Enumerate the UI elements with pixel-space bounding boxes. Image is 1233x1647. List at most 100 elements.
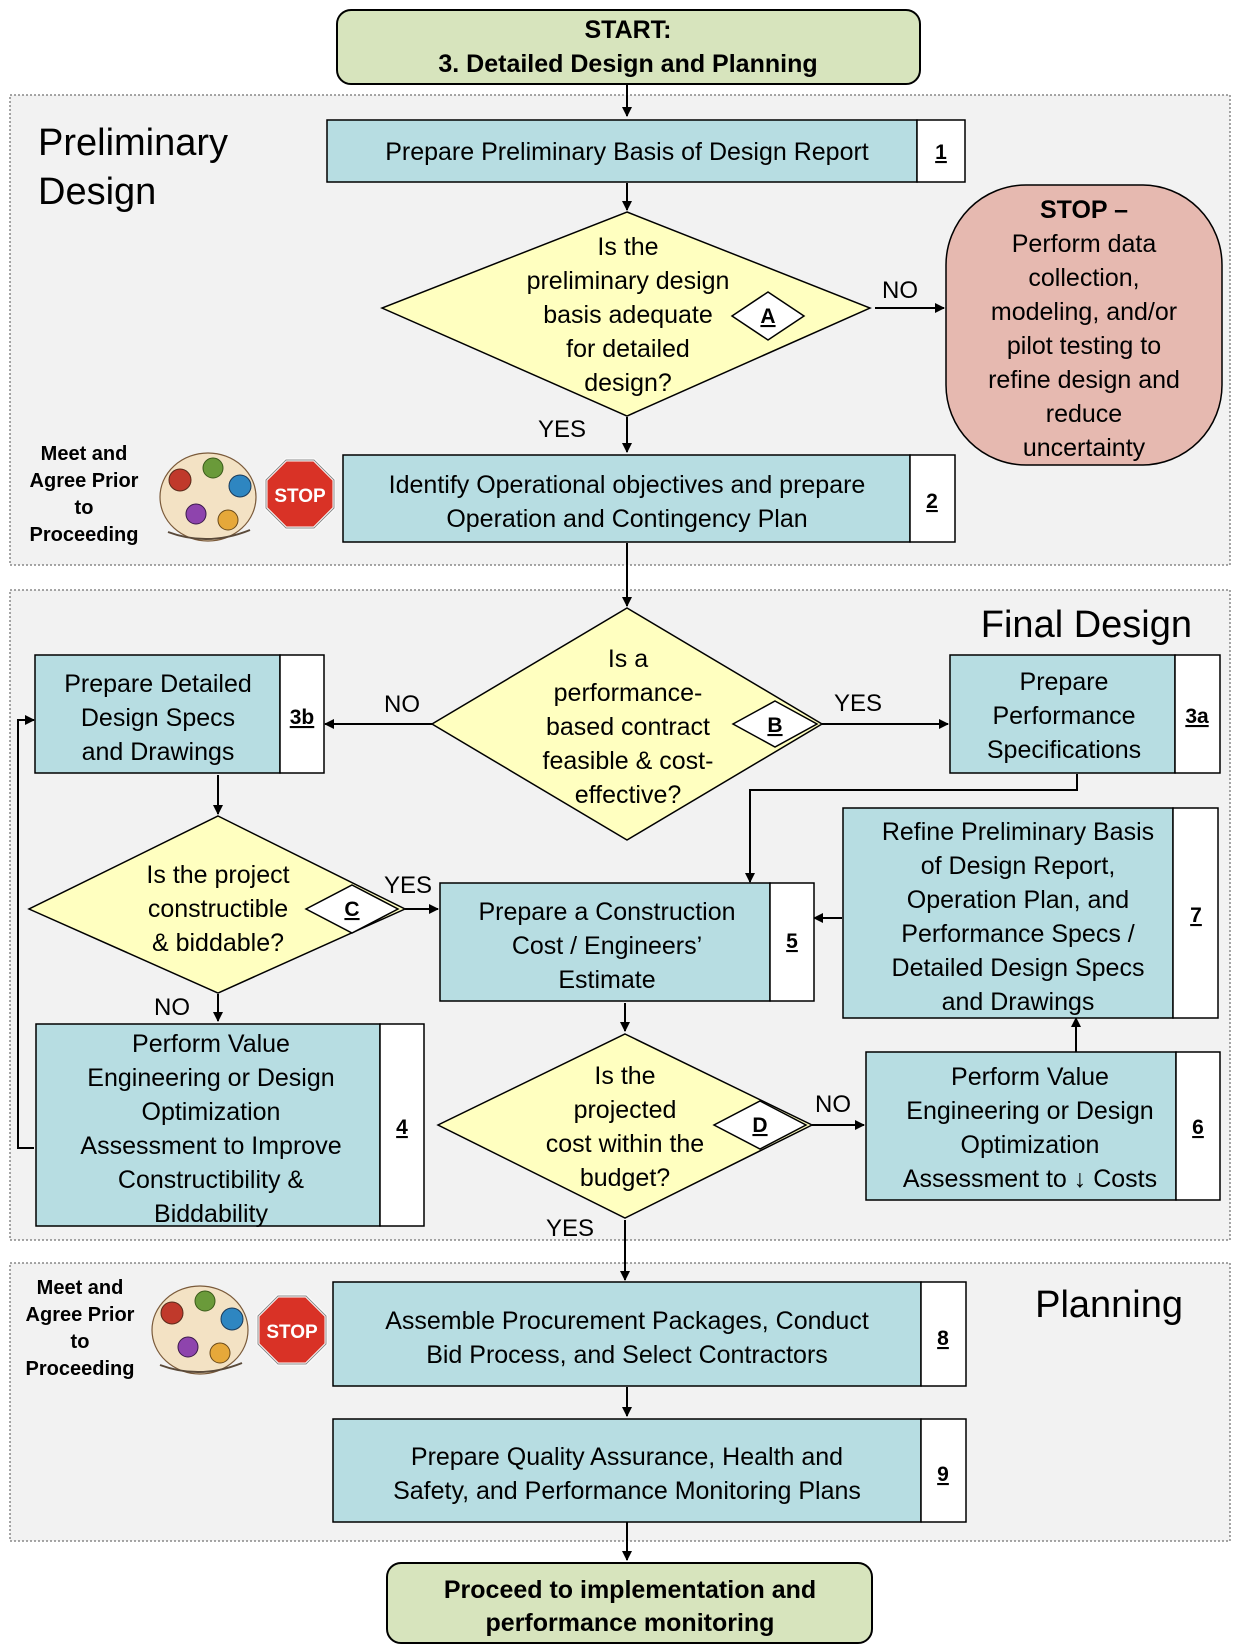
decision-c-yes-label: YES xyxy=(384,872,432,899)
decision-d-line1: Is the xyxy=(594,1062,655,1090)
step-4-line2: Engineering or Design xyxy=(87,1064,334,1092)
step-5-line2: Cost / Engineers’ xyxy=(512,932,702,960)
stop-box-line4: pilot testing to xyxy=(1007,332,1161,360)
step-3a-line3: Specifications xyxy=(987,736,1141,764)
start-label: START: xyxy=(584,16,671,44)
step-6-line2: Engineering or Design xyxy=(906,1097,1153,1125)
meet-2-line3: to xyxy=(71,1331,90,1353)
stop-box-line3: modeling, and/or xyxy=(991,298,1177,326)
stop-sign-2-text: STOP xyxy=(266,1322,318,1343)
step-8-number-tab xyxy=(920,1281,967,1387)
decision-b-diamond xyxy=(430,607,824,841)
step-2-box xyxy=(342,454,911,543)
decision-d-tag xyxy=(712,1100,808,1150)
meet-2-line1: Meet and xyxy=(37,1277,124,1299)
step-3b-line2: Design Specs xyxy=(81,704,235,732)
meeting-people-icon xyxy=(159,452,257,542)
end-terminal xyxy=(386,1562,873,1644)
decision-b-yes-label: YES xyxy=(834,690,882,717)
start-title: 3. Detailed Design and Planning xyxy=(438,50,817,78)
step-5-line1: Prepare a Construction xyxy=(478,898,735,926)
step-4-line6: Biddability xyxy=(154,1200,268,1228)
decision-b-line1: Is a xyxy=(608,645,648,673)
step-4-line4: Assessment to Improve xyxy=(80,1132,341,1160)
step-9-line1: Prepare Quality Assurance, Health and xyxy=(411,1443,843,1471)
decision-c-line1: Is the project xyxy=(146,861,289,889)
step-4-box xyxy=(35,1023,381,1227)
meet-1-line2: Agree Prior xyxy=(30,470,139,492)
step-7-line4: Performance Specs / xyxy=(901,920,1134,948)
decision-b-no-label: NO xyxy=(384,691,420,718)
step-6-line4: Assessment to ↓ Costs xyxy=(903,1165,1157,1193)
step-3b-line3: and Drawings xyxy=(82,738,235,766)
step-7-line6: and Drawings xyxy=(942,988,1095,1016)
decision-b-line2: performance- xyxy=(554,679,703,707)
decision-b-line3: based contract xyxy=(546,713,710,741)
step-4-line3: Optimization xyxy=(142,1098,281,1126)
end-line2: performance monitoring xyxy=(486,1609,775,1637)
step-2-line1: Identify Operational objectives and prep… xyxy=(389,471,866,499)
end-line1: Proceed to implementation and xyxy=(444,1576,816,1604)
meet-2-line4: Proceeding xyxy=(26,1358,135,1380)
decision-d-label: D xyxy=(752,1114,767,1137)
decision-a-yes-label: YES xyxy=(538,416,586,443)
step-8-line1: Assemble Procurement Packages, Conduct xyxy=(385,1307,869,1335)
step-5-number-tab xyxy=(769,882,815,1002)
stop-box xyxy=(945,184,1223,466)
step-8-box xyxy=(332,1281,922,1387)
step-7-line3: Operation Plan, and xyxy=(907,886,1129,914)
meeting-people-icon xyxy=(151,1285,249,1375)
step-1-number-tab xyxy=(916,119,966,183)
decision-c-line2: constructible xyxy=(148,895,288,923)
step-1-box xyxy=(326,119,918,183)
stop-box-line5: refine design and xyxy=(988,366,1180,394)
section-title-final: Final Design xyxy=(981,604,1192,646)
decision-c-line3: & biddable? xyxy=(152,929,284,957)
step-8-number: 8 xyxy=(937,1327,949,1350)
stop-box-line2: collection, xyxy=(1028,264,1139,292)
decision-a-no-label: NO xyxy=(882,277,918,304)
decision-a-diamond xyxy=(380,211,872,417)
decision-a-line1: Is the xyxy=(597,233,658,261)
step-6-line1: Perform Value xyxy=(951,1063,1109,1091)
decision-a-line3: basis adequate xyxy=(543,301,713,329)
step-6-number-tab xyxy=(1175,1051,1221,1201)
step-7-line1: Refine Preliminary Basis xyxy=(882,818,1154,846)
section-title-preliminary-line2: Design xyxy=(38,171,156,213)
step-9-line2: Safety, and Performance Monitoring Plans xyxy=(393,1477,861,1505)
step-9-number: 9 xyxy=(937,1463,949,1486)
decision-b-tag xyxy=(731,700,819,748)
step-4-line1: Perform Value xyxy=(132,1030,290,1058)
decision-d-no-label: NO xyxy=(815,1091,851,1118)
step-4-number: 4 xyxy=(396,1116,408,1139)
decision-a-line5: design? xyxy=(584,369,672,397)
step-4-number-tab xyxy=(379,1023,425,1227)
decision-a-line2: preliminary design xyxy=(527,267,730,295)
decision-d-line4: budget? xyxy=(580,1164,670,1192)
decision-b-line4: feasible & cost- xyxy=(543,747,714,775)
step-3a-number: 3a xyxy=(1185,705,1209,728)
step-7-box xyxy=(842,807,1174,1019)
section-title-preliminary-line1: Preliminary xyxy=(38,122,228,164)
step-5-number: 5 xyxy=(786,930,798,953)
meet-2-line2: Agree Prior xyxy=(26,1304,135,1326)
stop-box-line1: Perform data xyxy=(1012,230,1157,258)
decision-c-no-label: NO xyxy=(154,994,190,1021)
stop-box-title: STOP – xyxy=(1040,196,1128,224)
step-3b-number: 3b xyxy=(290,706,315,729)
step-3a-box xyxy=(949,654,1176,774)
step-2-number-tab xyxy=(909,454,956,543)
start-terminal xyxy=(336,9,921,85)
stop-sign-icon: STOP xyxy=(264,458,336,530)
decision-b-line5: effective? xyxy=(575,781,682,809)
step-7-line5: Detailed Design Specs xyxy=(892,954,1145,982)
step-5-line3: Estimate xyxy=(558,966,655,994)
step-4-line5: Constructibility & xyxy=(118,1166,304,1194)
meet-1-line3: to xyxy=(75,497,94,519)
decision-c-label: C xyxy=(344,898,359,921)
meet-1-line1: Meet and xyxy=(41,443,128,465)
step-8-line2: Bid Process, and Select Contractors xyxy=(426,1341,828,1369)
step-6-number: 6 xyxy=(1192,1116,1204,1139)
decision-b-label: B xyxy=(767,714,782,737)
stop-sign-1-text: STOP xyxy=(274,486,326,507)
